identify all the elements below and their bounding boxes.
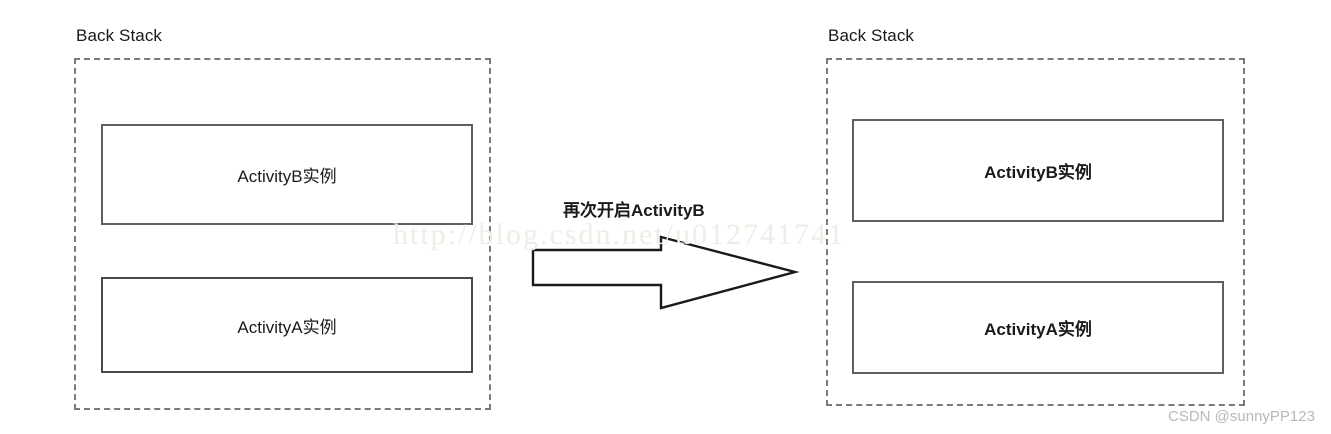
back-stack-container-right — [826, 58, 1245, 406]
activity-box-b-left[interactable]: ActivityB实例 — [101, 124, 473, 225]
activity-box-a-right-label: ActivityA实例 — [984, 320, 1092, 339]
right-arrow-icon — [531, 235, 800, 310]
back-stack-label-right: Back Stack — [828, 26, 915, 45]
activity-box-b-right[interactable]: ActivityB实例 — [852, 119, 1224, 222]
back-stack-label-left: Back Stack — [76, 26, 163, 45]
transition-arrow — [528, 232, 800, 316]
transition-label: 再次开启ActivityB — [563, 201, 705, 220]
activity-box-a-right[interactable]: ActivityA实例 — [852, 281, 1224, 374]
back-stack-container-left — [74, 58, 491, 410]
csdn-attribution-watermark: CSDN @sunnyPP123 — [1168, 408, 1315, 425]
activity-box-b-left-label: ActivityB实例 — [237, 167, 337, 186]
activity-box-a-left-label: ActivityA实例 — [237, 317, 337, 337]
activity-box-b-right-label: ActivityB实例 — [984, 163, 1092, 182]
activity-box-a-left[interactable]: ActivityA实例 — [101, 277, 473, 373]
